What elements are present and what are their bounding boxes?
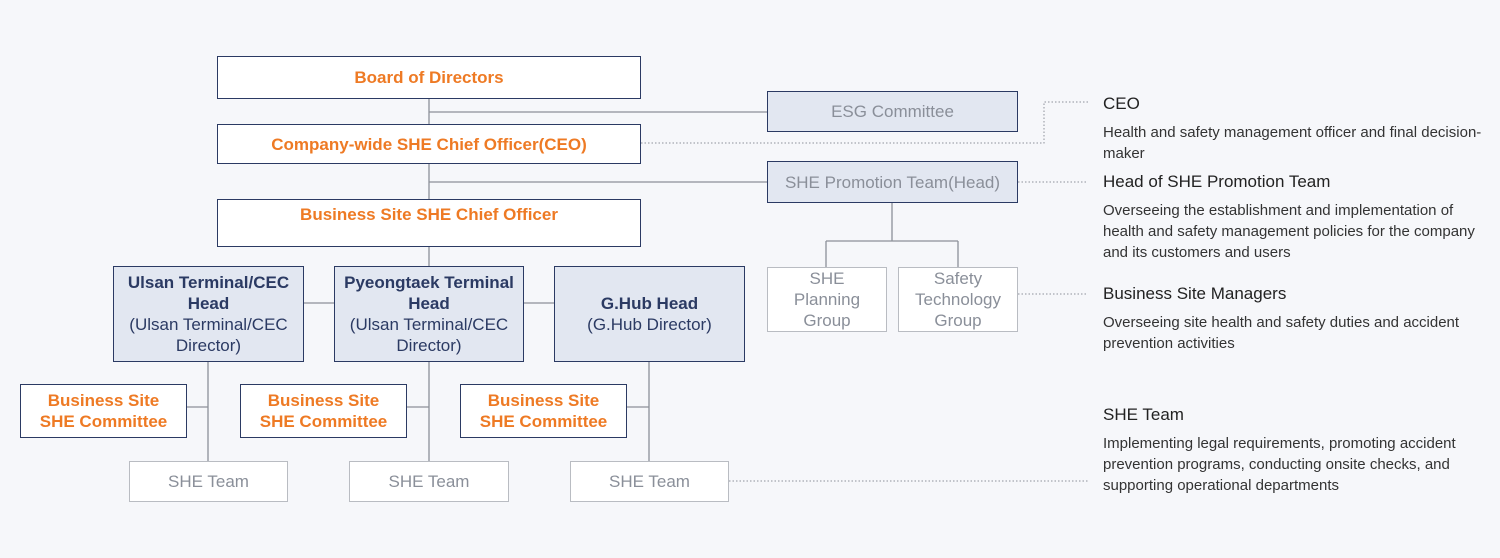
site-she-committee-box-1: Business Site SHE Committee: [20, 384, 187, 438]
site-managers-description-title: Business Site Managers: [1103, 284, 1287, 303]
ceo-description-text: Health and safety management officer and…: [1103, 124, 1482, 162]
ghub-head-box: G.Hub Head (G.Hub Director): [554, 266, 745, 362]
ulsan-terminal-head-box: Ulsan Terminal/CEC Head (Ulsan Terminal/…: [113, 266, 304, 362]
safety-technology-group-box: Safety Technology Group: [898, 267, 1018, 332]
she-team-box-1: SHE Team: [129, 461, 288, 502]
promotion-team-description-title: Head of SHE Promotion Team: [1103, 172, 1331, 191]
site-chief-officer-box: Business Site SHE Chief Officer: [217, 199, 641, 247]
ceo-box: Company-wide SHE Chief Officer(CEO): [217, 124, 641, 164]
promotion-team-description: Head of SHE Promotion Team Overseeing th…: [1103, 172, 1493, 263]
site-she-committee-box-3: Business Site SHE Committee: [460, 384, 627, 438]
site-managers-description: Business Site Managers Overseeing site h…: [1103, 284, 1493, 354]
esg-committee-box: ESG Committee: [767, 91, 1018, 132]
she-team-description-text: Implementing legal requirements, promoti…: [1103, 435, 1456, 494]
ceo-description-title: CEO: [1103, 94, 1140, 113]
ceo-description: CEO Health and safety management officer…: [1103, 94, 1493, 164]
promotion-team-description-text: Overseeing the establishment and impleme…: [1103, 202, 1475, 261]
she-planning-group-box: SHE Planning Group: [767, 267, 887, 332]
board-of-directors-box: Board of Directors: [217, 56, 641, 99]
she-team-box-3: SHE Team: [570, 461, 729, 502]
she-team-box-2: SHE Team: [349, 461, 509, 502]
pyeongtaek-terminal-head-box: Pyeongtaek Terminal Head (Ulsan Terminal…: [334, 266, 524, 362]
she-promotion-team-box: SHE Promotion Team(Head): [767, 161, 1018, 203]
she-team-description: SHE Team Implementing legal requirements…: [1103, 405, 1493, 496]
site-she-committee-box-2: Business Site SHE Committee: [240, 384, 407, 438]
she-team-description-title: SHE Team: [1103, 405, 1184, 424]
site-managers-description-text: Overseeing site health and safety duties…: [1103, 314, 1460, 352]
